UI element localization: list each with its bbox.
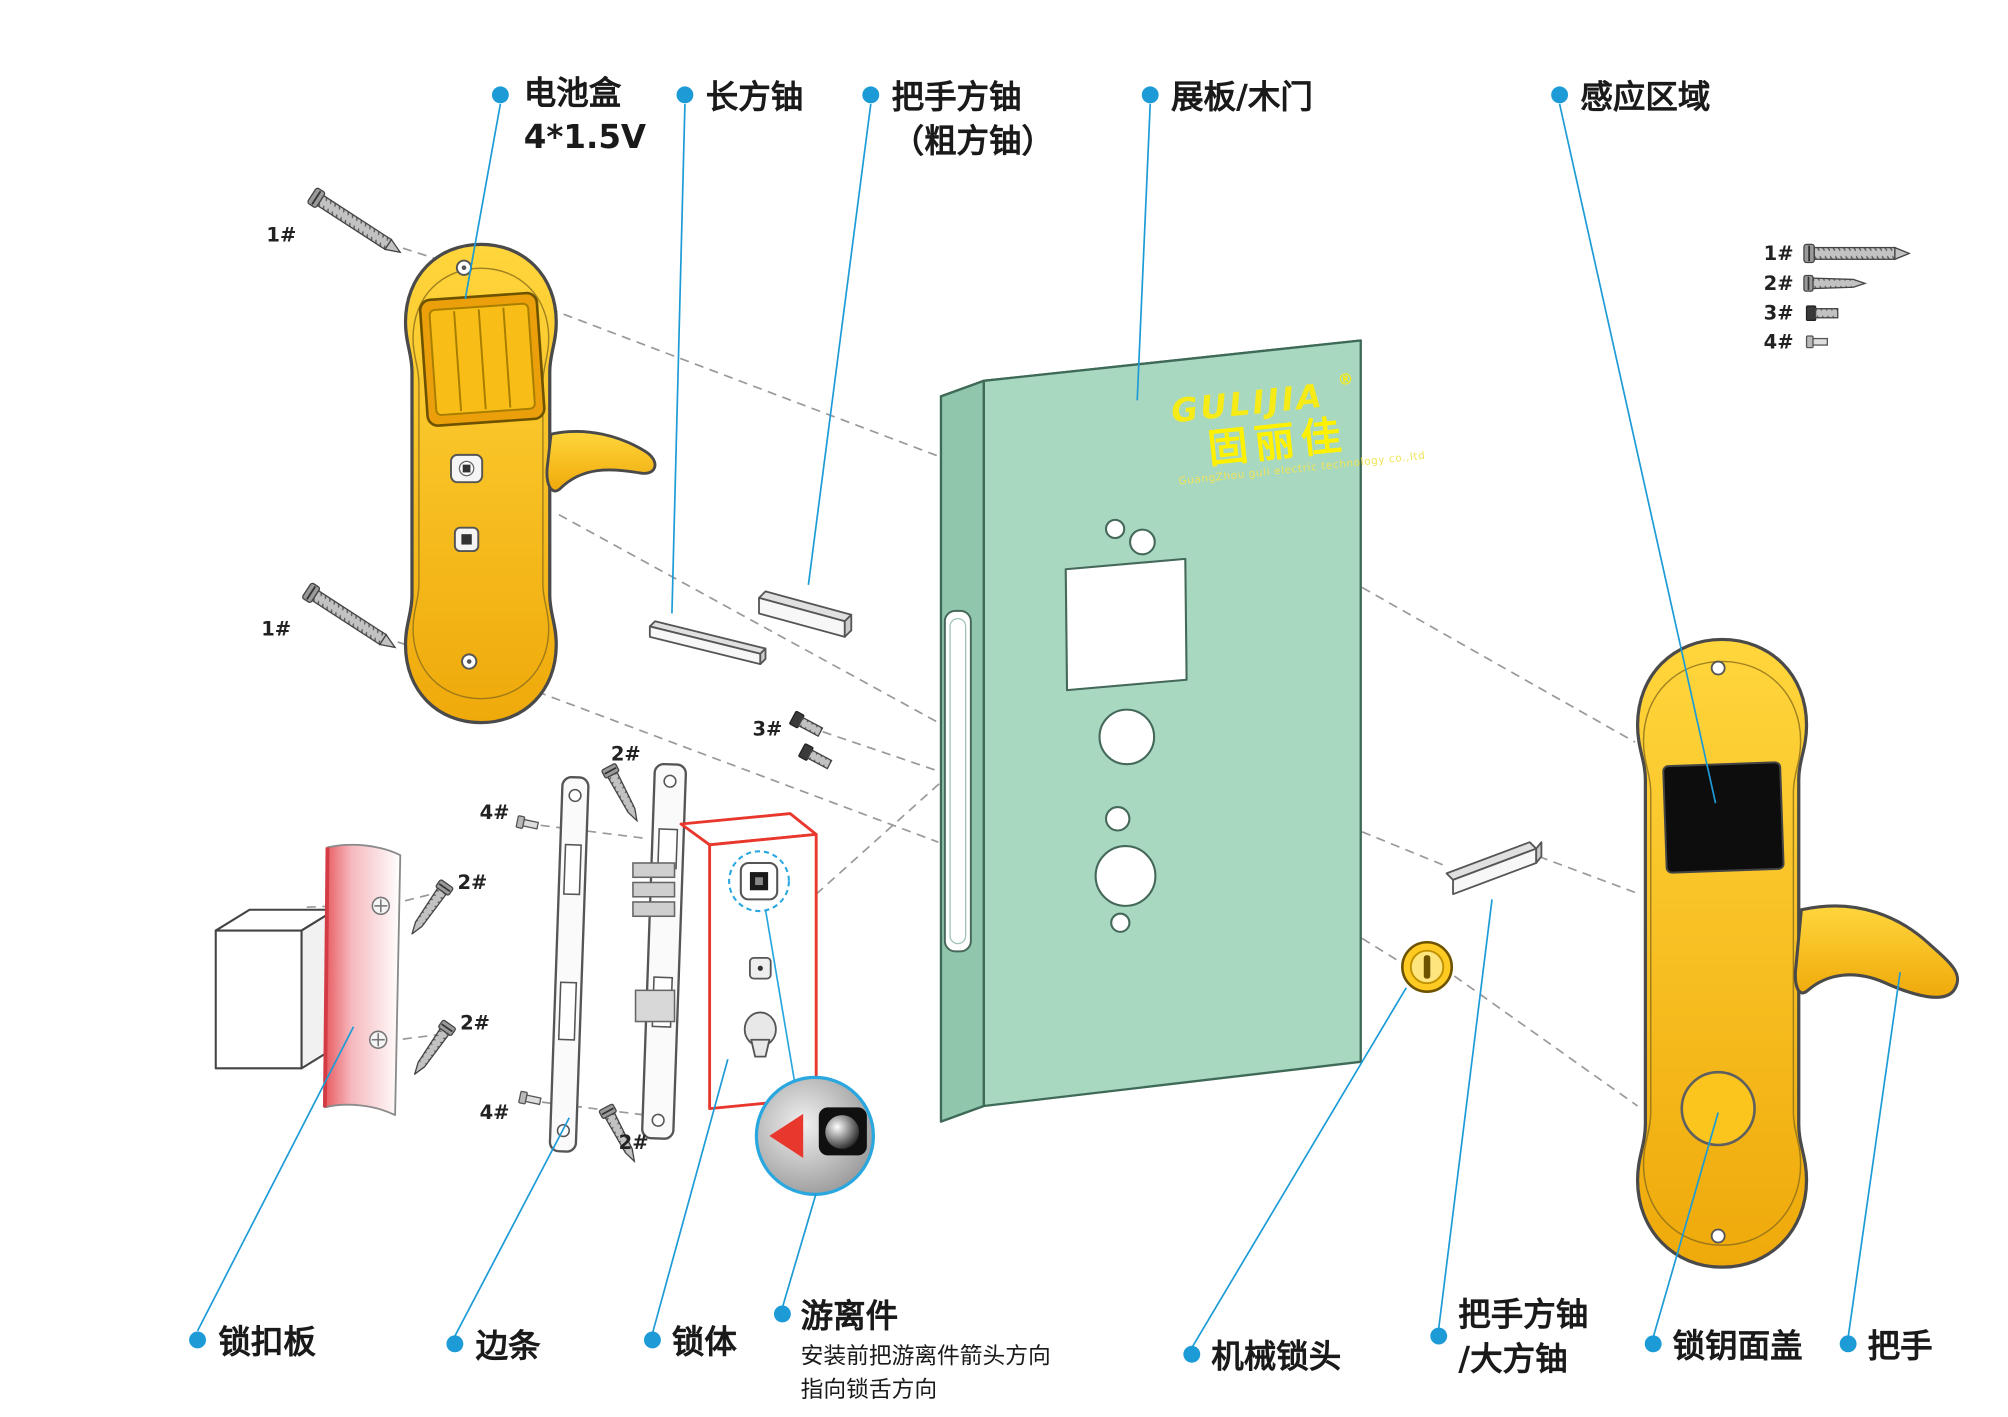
callout-strike-plate: 锁扣板 (218, 1320, 315, 1364)
edge-strip-screws: 4# 2# 4# 2# (480, 742, 649, 1166)
sensor-area-window (1662, 761, 1785, 874)
door-holes (1064, 518, 1188, 933)
front-panel-key-fixture (453, 526, 480, 553)
big-shaft-part (1445, 841, 1543, 896)
back-panel-handle (1793, 904, 1960, 999)
callout-long-shaft: 长方铀 (706, 75, 803, 119)
mortise-slot-inner (949, 617, 967, 945)
callout-sensor: 感应区域 (1580, 75, 1710, 119)
mech-cylinder-part (1401, 940, 1454, 993)
legend-row-1-label: 1# (1764, 242, 1794, 265)
screw-mark-4-bottom: 4# (480, 1101, 510, 1124)
brand-logo: GULIJIA ® 固丽佳 GuangZhou guli electric te… (1169, 370, 1426, 488)
callout-battery-line1: 电池盒 (523, 74, 622, 112)
handle-shaft-part (758, 590, 853, 638)
screw-mark-2-strip-bottom: 2# (619, 1131, 649, 1154)
callout-free-part-note1: 安装前把游离件箭头方向 (800, 1343, 1051, 1370)
screw-mark-3: 3# (753, 718, 783, 741)
screw-mark-1-bottom: 1# (261, 618, 291, 641)
door-front-face (982, 339, 1362, 1108)
screw-mark-2-strike-bottom: 2# (460, 1011, 490, 1034)
lock-body-part (679, 812, 818, 1111)
callout-door-line1: 展板/木门 (1171, 77, 1313, 116)
legend-row-2-label: 2# (1764, 272, 1794, 295)
edge-strip-a (548, 776, 590, 1153)
callout-handle: 把手 (1868, 1324, 1933, 1368)
strike-plate-assembly: 2# 2# (214, 843, 490, 1117)
callout-lock-body-line1: 锁体 (671, 1323, 737, 1361)
key-cover-circle (1680, 1070, 1756, 1147)
lock-body-key-hole (743, 956, 777, 1058)
callout-free-part: 游离件 安装前把游离件箭头方向 指向锁舌方向 (801, 1294, 1051, 1406)
legend-row-4-label: 4# (1764, 330, 1794, 353)
front-panel-spindle-fixture (450, 453, 484, 484)
leader-lines (196, 103, 1901, 1349)
callout-big-shaft-line1: 把手方铀 (1458, 1295, 1589, 1334)
free-part-arrow-icon (769, 1113, 804, 1159)
door-panel: GULIJIA ® 固丽佳 GuangZhou guli electric te… (939, 339, 1426, 1123)
screws-1: 1# 1# (261, 186, 407, 656)
callout-big-shaft: 把手方铀 /大方铀 (1458, 1293, 1588, 1380)
callout-key-cover: 锁钥面盖 (1673, 1324, 1803, 1368)
strike-plate-face (324, 843, 402, 1117)
front-panel (403, 242, 657, 725)
callout-mech-cylinder: 机械锁头 (1211, 1335, 1341, 1379)
callout-door: 展板/木门 (1171, 75, 1313, 119)
back-panel (1635, 637, 1960, 1269)
free-part-magnifier (754, 909, 876, 1197)
lock-body-spindle-hole (728, 850, 790, 913)
callout-lock-body: 锁体 (672, 1320, 737, 1364)
brand-registered-mark: ® (1337, 370, 1354, 390)
callout-free-part-line1: 游离件 (800, 1297, 899, 1335)
callout-mech-cylinder-line1: 机械锁头 (1211, 1337, 1342, 1376)
legend-row-3-label: 3# (1764, 302, 1794, 325)
strike-box-front (214, 929, 303, 1070)
callout-free-part-note2: 指向锁舌方向 (800, 1377, 938, 1404)
callout-sensor-line1: 感应区域 (1580, 77, 1711, 116)
callout-handle-shaft: 把手方铀 （粗方铀） (892, 75, 1054, 162)
callout-handle-shaft-line2: （粗方铀） (891, 121, 1055, 160)
back-panel-screw-hole-bottom (1710, 1228, 1726, 1244)
back-panel-screw-hole-top (1710, 660, 1726, 676)
callout-strike-plate-line1: 锁扣板 (218, 1323, 316, 1361)
callout-battery-line2: 4*1.5V (523, 117, 647, 156)
callout-handle-line1: 把手 (1867, 1326, 1933, 1365)
screw-mark-1-top: 1# (266, 224, 296, 247)
callout-dots (189, 86, 1857, 1363)
edge-strip-b (641, 762, 688, 1140)
screw-mark-2-strike-top: 2# (457, 871, 487, 894)
screws-3: 3# (753, 710, 834, 772)
callout-edge-strip-line1: 边条 (475, 1326, 541, 1365)
screw-legend: 1# 2# 3# 4# (1764, 242, 1911, 353)
latch-bolts (632, 862, 676, 1023)
mortise-slot (943, 609, 972, 953)
screw-mark-4-top: 4# (480, 801, 510, 824)
battery-box (418, 291, 546, 427)
front-panel-handle (545, 430, 657, 493)
callout-key-cover-line1: 锁钥面盖 (1672, 1326, 1803, 1365)
callout-handle-shaft-line1: 把手方铀 (891, 77, 1022, 116)
callout-battery: 电池盒 4*1.5V (524, 71, 646, 158)
callout-long-shaft-line1: 长方铀 (705, 77, 804, 116)
strike-plate-screw-holes (368, 896, 391, 1049)
screw-mark-2-strip-top: 2# (611, 742, 641, 765)
callout-edge-strip: 边条 (476, 1324, 541, 1368)
callout-big-shaft-line2: /大方铀 (1458, 1339, 1568, 1378)
long-shaft-part (648, 620, 767, 666)
